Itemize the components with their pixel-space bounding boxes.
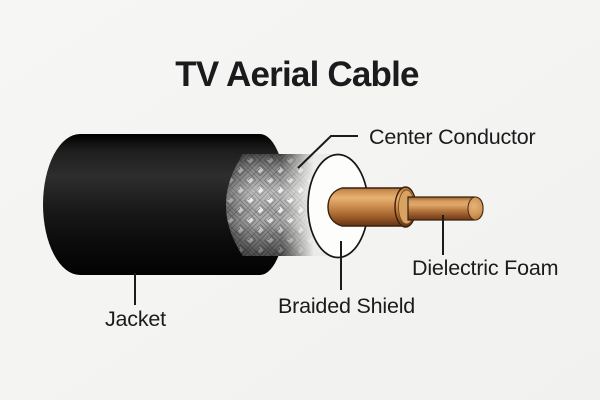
label-braided-shield: Braided Shield	[278, 294, 415, 318]
jacket-body	[43, 134, 288, 275]
cable-illustration	[43, 134, 484, 275]
label-dielectric-foam: Dielectric Foam	[412, 256, 558, 280]
conductor-rod-end-cap	[467, 196, 484, 221]
label-center-conductor: Center Conductor	[369, 125, 536, 149]
diagram-title: TV Aerial Cable	[175, 55, 419, 94]
label-jacket: Jacket	[105, 307, 166, 331]
leader-line-center-conductor	[297, 135, 358, 169]
center-conductor-stub	[327, 187, 404, 227]
